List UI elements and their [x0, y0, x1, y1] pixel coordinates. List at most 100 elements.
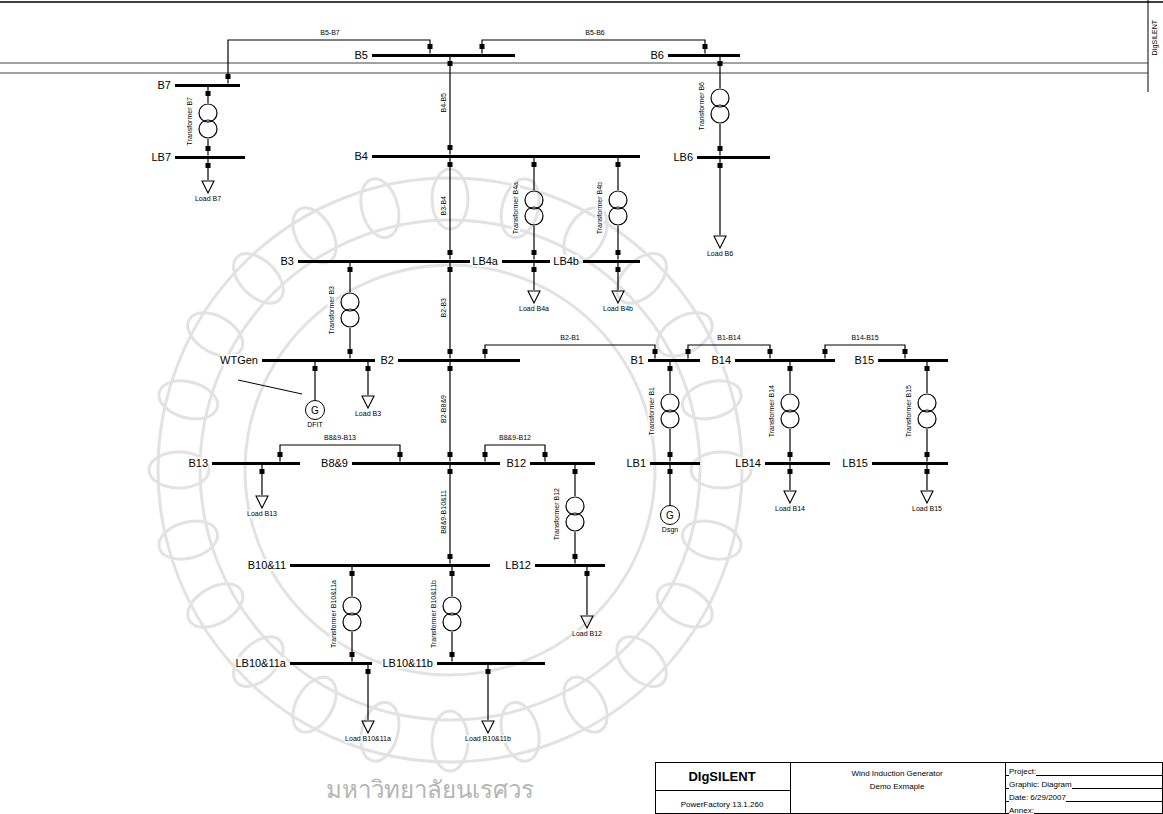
bus-bar-line — [765, 462, 830, 465]
power-line — [482, 40, 705, 54]
line-connection — [668, 362, 673, 394]
emblem-petal — [678, 515, 745, 565]
bus-bar: LB1 — [626, 457, 700, 469]
transformer: Transformer B10&11b — [430, 580, 463, 648]
element-name: Transformer B3 — [328, 286, 336, 334]
software-version: PowerFactory 13.1.260 — [681, 800, 764, 809]
load-arrowhead — [612, 291, 624, 303]
breaker-square — [615, 267, 620, 272]
bus-bar-line — [290, 564, 490, 567]
line-connection — [450, 567, 455, 597]
bus-bar: B3 — [281, 255, 470, 267]
power-line — [449, 362, 450, 462]
load-symbol — [361, 395, 375, 409]
line-label-box: B5-B7 — [320, 21, 339, 39]
power-line — [449, 57, 450, 155]
bus-bar-line — [262, 359, 375, 362]
title-field-box: Date: 6/29/2007 — [1009, 786, 1066, 804]
transformer: Transformer B3 — [328, 286, 361, 334]
element-name: Load B7 — [195, 195, 221, 203]
bus-connection — [351, 632, 352, 662]
load-symbol — [580, 615, 594, 629]
title-block-grid — [655, 762, 1163, 814]
line-connection — [668, 429, 673, 462]
line-connection — [259, 465, 264, 496]
breaker-square — [573, 554, 578, 559]
brand-mark: DIgSILENT — [1151, 20, 1159, 55]
load-symbol — [783, 490, 797, 504]
line-connection — [448, 57, 453, 155]
bus-bar-line — [502, 260, 550, 263]
breaker-square — [903, 349, 908, 354]
line-connection — [206, 139, 211, 156]
element-name: Load B12 — [572, 630, 602, 638]
bus-connection — [789, 465, 790, 491]
load-arrowhead — [581, 616, 593, 628]
line-name: B5-B7 — [320, 29, 339, 36]
breaker-square — [398, 452, 403, 457]
emblem-petal — [608, 628, 676, 696]
bus-name: LB15 — [842, 457, 868, 469]
line-label-box: B8&9-B13 — [324, 426, 356, 444]
line-name: B2-B3 — [440, 298, 448, 317]
breaker-square — [428, 44, 433, 49]
bus-name: B5 — [355, 49, 368, 61]
element-name: Load B14 — [775, 505, 805, 513]
breaker-square — [573, 469, 578, 474]
element-name: Load B10&11b — [465, 735, 511, 743]
bus-bar-line — [372, 54, 515, 57]
breaker-square — [616, 250, 621, 255]
load-arrow: Load B7 — [195, 180, 221, 203]
watermark-text: มหาวิทยาลัยนเรศวร — [326, 776, 534, 803]
line-name: B14-B15 — [851, 334, 878, 341]
winding-circle — [918, 394, 936, 412]
bus-bar-line — [648, 359, 700, 362]
emblem-petal — [678, 375, 745, 425]
drawing-subtitle: Demo Exmaple — [870, 782, 925, 791]
load-arrow: Load B6 — [707, 235, 733, 258]
emblem-petal — [650, 575, 720, 636]
load-arrow: Load B4b — [603, 290, 633, 313]
load-symbol — [611, 290, 625, 304]
transformer-symbol — [341, 596, 363, 632]
line-label-box: B2-B3 — [440, 298, 448, 321]
bus-name: B7 — [158, 79, 171, 91]
bus-bar-line — [697, 156, 770, 159]
element-name: Transformer B7 — [186, 97, 194, 145]
breaker-square — [483, 349, 488, 354]
bus-name: B12 — [506, 457, 526, 469]
winding-circle — [566, 497, 584, 515]
element-name: Load B10&11a — [345, 735, 391, 743]
bus-bar: B6 — [651, 49, 740, 61]
load-symbol — [481, 720, 495, 734]
line-connection — [924, 465, 929, 491]
title-field: Annex: — [1009, 806, 1034, 814]
bus-name: B4 — [355, 150, 368, 162]
line-connection — [532, 226, 537, 260]
line-label-box: B8&9-B10&11 — [440, 490, 448, 538]
load-arrowhead — [784, 491, 796, 503]
load-arrow: Load B10&11a — [345, 720, 391, 743]
bus-bar-line — [878, 359, 948, 362]
line-label-box: B3-B4 — [440, 196, 448, 219]
line-name: B8&9-B13 — [324, 434, 356, 441]
transformer-symbol — [916, 393, 938, 429]
bus-bar-line — [583, 260, 640, 263]
load-arrowhead — [256, 496, 268, 508]
transformer-symbol — [197, 103, 219, 139]
line-label-box: B2-B8&9 — [440, 395, 448, 427]
bus-name: B10&11 — [248, 559, 286, 571]
drawing-title-box: Wind Induction Generator — [851, 762, 942, 780]
line-name: B2-B1 — [560, 334, 579, 341]
element-name: Transformer B14 — [768, 385, 776, 437]
breaker-square — [787, 469, 792, 474]
bus-bar: LB7 — [151, 151, 245, 163]
winding-circle — [525, 207, 543, 225]
emblem-petal — [650, 304, 720, 365]
bus-bar: LB4a — [472, 255, 550, 267]
drawing-subtitle-box: Demo Exmaple — [870, 775, 925, 793]
line-connection — [206, 87, 211, 104]
bus-bar-line — [352, 462, 500, 465]
bus-name: LB10&11a — [235, 657, 286, 669]
bus-bar: WTGen — [220, 354, 375, 366]
